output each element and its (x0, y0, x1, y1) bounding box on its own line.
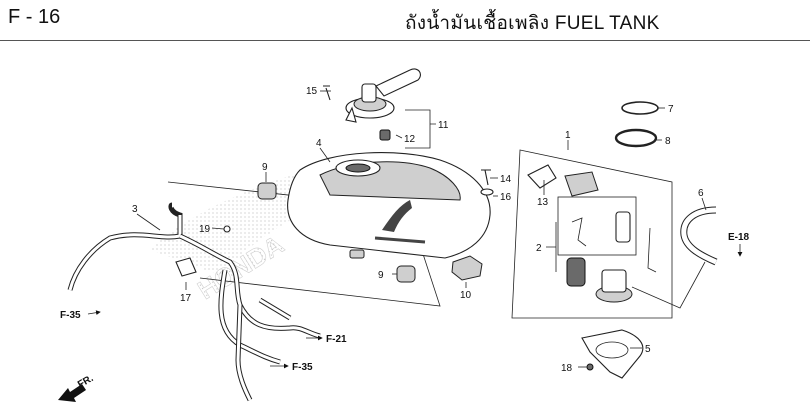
label-part-9-upper: 9 (262, 162, 268, 173)
ref-f35-left: F-35 (60, 310, 81, 321)
label-part-18: 18 (561, 363, 573, 374)
label-part-7: 7 (668, 104, 674, 115)
part-14-bolt (481, 169, 491, 186)
leader-lines (136, 90, 707, 368)
part-5-gasket (581, 329, 644, 379)
part-12-plug (379, 129, 391, 141)
part-17-clamp (175, 257, 197, 277)
front-label: FR. (76, 373, 96, 391)
label-part-8: 8 (665, 136, 671, 147)
tank-assembly-frame (167, 181, 441, 307)
part-8-o-ring (614, 128, 658, 148)
header-divider (0, 40, 810, 41)
page-code: F - 16 (8, 6, 61, 28)
part-5-gasket-hole (595, 341, 629, 359)
label-part-13: 13 (537, 197, 549, 208)
ref-e18: E-18 (728, 232, 750, 243)
label-part-10: 10 (460, 290, 472, 301)
ref-f35-left-arrow (87, 310, 101, 316)
fuel-cap-assembly (345, 68, 421, 123)
label-part-17: 17 (180, 293, 192, 304)
label-part-11: 11 (438, 120, 449, 131)
fuel-pump-parts (527, 164, 657, 303)
part-16-washer (480, 188, 494, 196)
part-9-cushion-upper (257, 182, 277, 200)
label-part-12: 12 (404, 134, 416, 145)
page-title: ถังน้ำมันเชื้อเพลิง FUEL TANK (405, 13, 660, 34)
pump-subassembly-box (557, 196, 637, 256)
part-7-o-ring (621, 101, 659, 115)
label-part-2: 2 (536, 243, 542, 254)
ref-f35-bottom: F-35 (292, 362, 313, 373)
ref-f21: F-21 (326, 334, 347, 345)
part-19-clip (223, 225, 231, 233)
label-part-4: 4 (316, 138, 322, 149)
label-part-3: 3 (132, 204, 138, 215)
label-part-15: 15 (306, 86, 318, 97)
part-10-bracket (451, 255, 483, 281)
front-direction-indicator: FR. (58, 373, 96, 402)
label-part-19: 19 (199, 224, 211, 235)
part-18-nut (586, 363, 594, 371)
part-3-hoses (67, 202, 321, 402)
fuel-tank (287, 152, 491, 259)
part-9-cushion-lower (396, 265, 416, 283)
part-15-bolt (323, 85, 331, 101)
label-part-5: 5 (645, 344, 651, 355)
label-part-14: 14 (500, 174, 512, 185)
label-part-6: 6 (698, 188, 704, 199)
label-part-9-lower: 9 (378, 270, 384, 281)
label-part-16: 16 (500, 192, 512, 203)
fuel-pump-assembly-frame (511, 149, 673, 319)
label-part-1: 1 (565, 130, 571, 141)
front-arrow-icon (58, 384, 86, 402)
